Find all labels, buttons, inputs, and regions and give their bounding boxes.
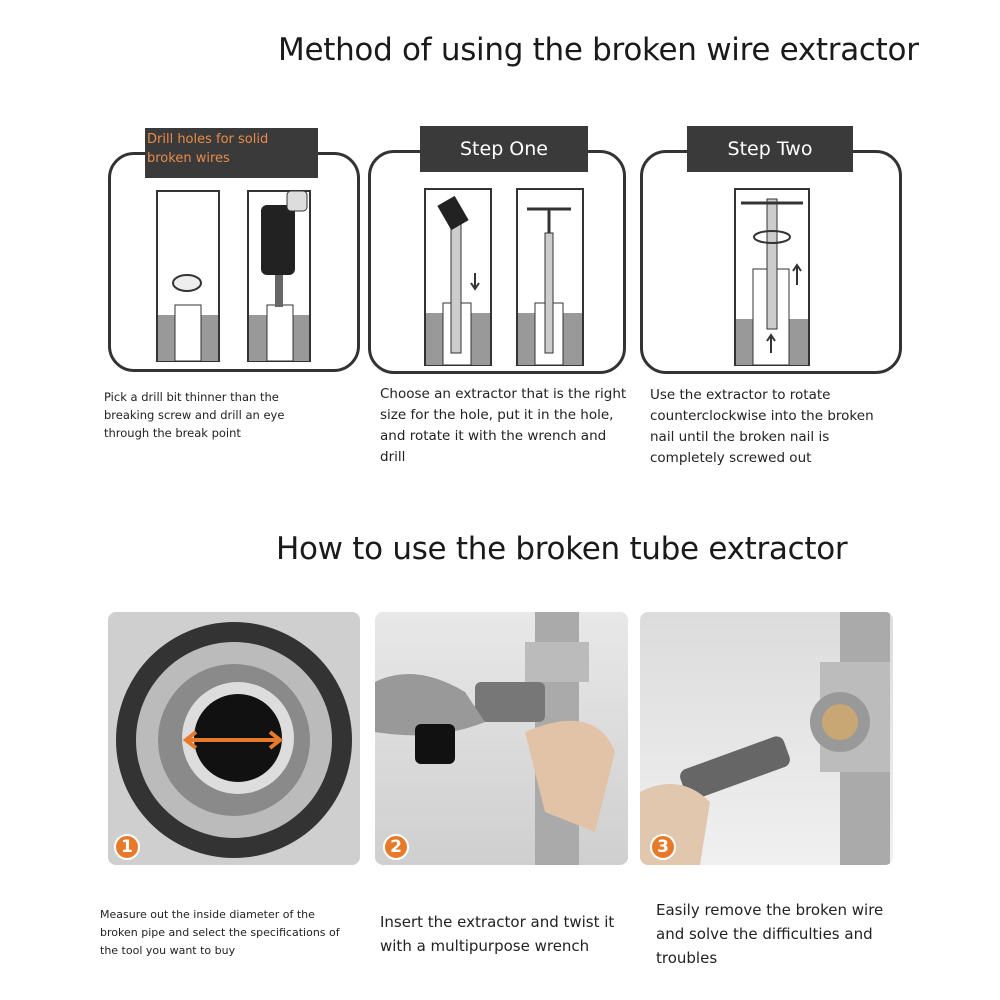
panel-step-one [368,150,626,374]
step-badge-3: 3 [650,834,676,860]
extractor-insert-illustration-icon [424,188,584,366]
panel-step-two [640,150,902,374]
step-one-label: Step One [420,126,588,172]
step-1-description: Measure out the inside diameter of the b… [100,908,340,957]
panel-drill-label: Drill holes for solid broken wires [145,128,318,178]
wrench-photo: 2 [375,612,628,865]
panel-drill [108,152,360,372]
step-3-description: Easily remove the broken wire and solve … [656,901,884,967]
panel-drill-description: Pick a drill bit thinner than the breaki… [104,390,285,440]
step-two-description: Use the extractor to rotate counterclock… [650,387,874,466]
section1-title: Method of using the broken wire extracto… [278,32,919,68]
step-one-description: Choose an extractor that is the right si… [380,386,627,465]
section2-title: How to use the broken tube extractor [276,531,848,567]
step-badge-2: 2 [383,834,409,860]
step-badge-1: 1 [114,834,140,860]
drill-illustration-icon [156,190,311,362]
extractor-rotate-illustration-icon [734,188,810,366]
step-two-label: Step Two [687,126,853,172]
pipe-diameter-photo: 1 [108,612,360,865]
removed-wire-photo: 3 [640,612,893,865]
step-2-description: Insert the extractor and twist it with a… [380,913,615,955]
